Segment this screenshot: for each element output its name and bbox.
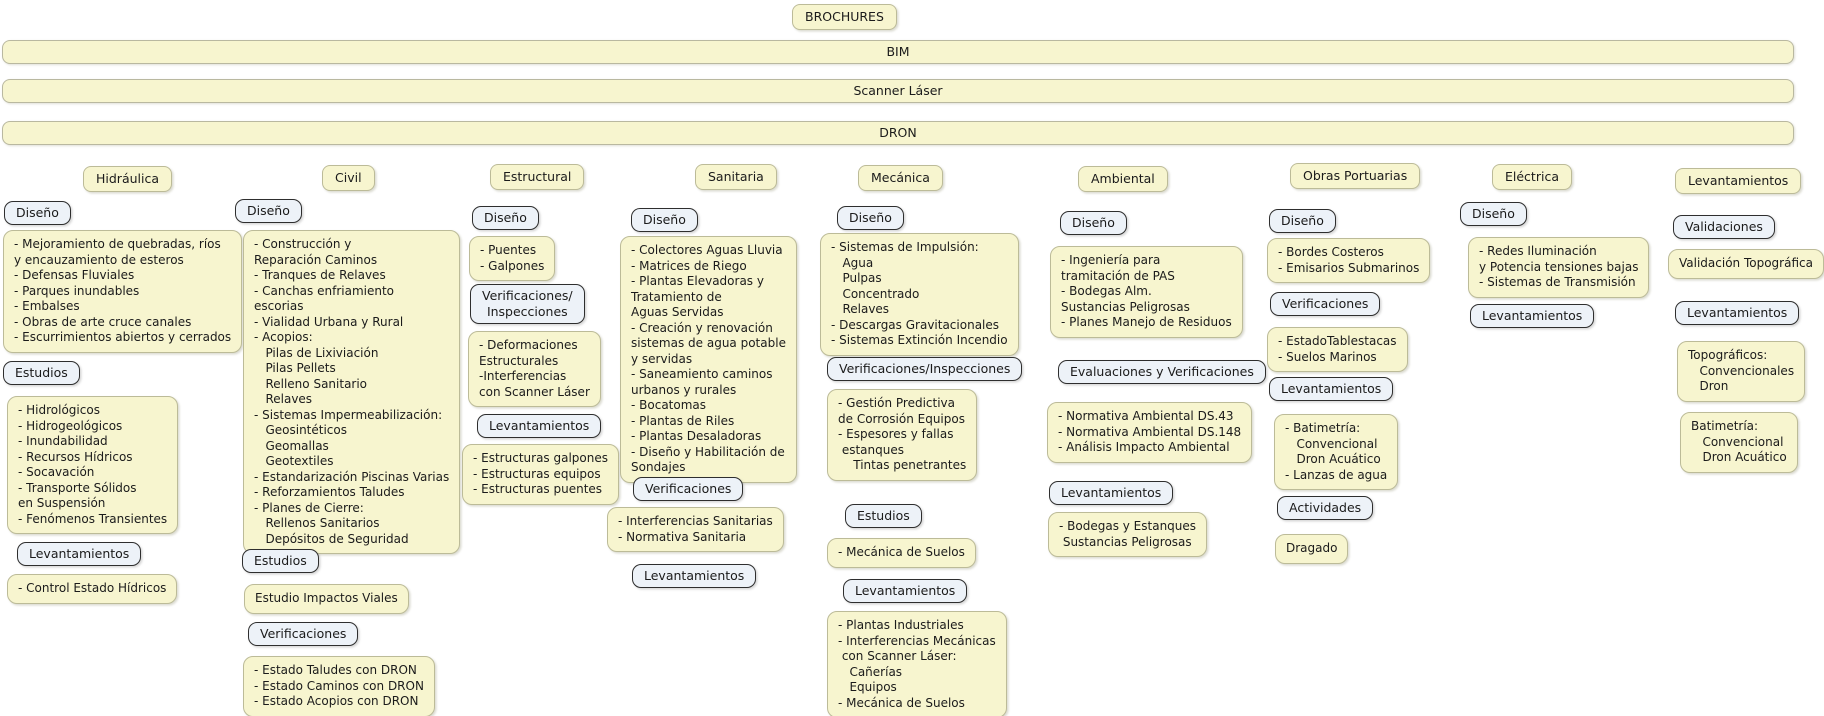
content-box-mecanica-estudios: - Mecánica de Suelos xyxy=(827,538,976,568)
content-box-levantamientos-validacion: Validación Topográfica xyxy=(1668,249,1824,279)
content-box-estructural-levantamientos: - Estructuras galpones - Estructuras equ… xyxy=(462,444,619,505)
stage-label-mecanica-levantamientos: Levantamientos xyxy=(843,579,968,603)
content-box-estructural-diseno: - Puentes - Galpones xyxy=(469,236,556,281)
stage-label-obras-diseno: Diseño xyxy=(1269,209,1336,233)
content-box-mecanica-verificaciones: - Gestión Predictiva de Corrosión Equipo… xyxy=(827,389,978,481)
content-box-levantamientos-batimetria: Batimetría: Convencional Dron Acuático xyxy=(1680,412,1798,473)
stage-label-levantamientos-validaciones: Validaciones xyxy=(1673,215,1775,239)
content-box-estructural-verificaciones: - Deformaciones Estructurales -Interfere… xyxy=(468,331,601,407)
bar-dron: DRON xyxy=(2,121,1794,145)
stage-label-electrica-levantamientos: Levantamientos xyxy=(1470,304,1595,328)
stage-label-hidraulica-estudios: Estudios xyxy=(3,361,80,385)
content-box-ambiental-levantamientos: - Bodegas y Estanques Sustancias Peligro… xyxy=(1048,512,1208,557)
column-header-hidraulica: Hidráulica xyxy=(83,166,173,192)
content-box-civil-estudios: Estudio Impactos Viales xyxy=(244,584,409,614)
stage-label-electrica-diseno: Diseño xyxy=(1460,202,1527,226)
column-header-estructural: Estructural xyxy=(490,164,585,190)
stage-label-mecanica-estudios: Estudios xyxy=(845,504,922,528)
column-header-ambiental: Ambiental xyxy=(1078,166,1168,192)
stage-label-obras-levantamientos: Levantamientos xyxy=(1269,377,1394,401)
content-box-civil-diseno: - Construcción y Reparación Caminos - Tr… xyxy=(243,230,461,554)
stage-label-hidraulica-diseno: Diseño xyxy=(4,201,71,225)
stage-label-civil-diseno: Diseño xyxy=(235,199,302,223)
column-header-levantamientos: Levantamientos xyxy=(1675,168,1802,194)
content-box-hidraulica-levantamientos: - Control Estado Hídricos xyxy=(7,574,178,604)
root-node-brochures: BROCHURES xyxy=(792,4,897,30)
stage-label-ambiental-evaluaciones-verificaciones: Evaluaciones y Verificaciones xyxy=(1058,360,1266,384)
content-box-civil-verificaciones: - Estado Taludes con DRON - Estado Camin… xyxy=(243,656,435,716)
stage-label-ambiental-levantamientos: Levantamientos xyxy=(1049,481,1174,505)
column-header-civil: Civil xyxy=(322,165,375,191)
stage-label-estructural-diseno: Diseño xyxy=(472,206,539,230)
stage-label-levantamientos-levantamientos: Levantamientos xyxy=(1675,301,1800,325)
stage-label-sanitaria-verificaciones: Verificaciones xyxy=(633,477,744,501)
stage-label-hidraulica-levantamientos: Levantamientos xyxy=(17,542,142,566)
stage-label-mecanica-diseno: Diseño xyxy=(837,206,904,230)
stage-label-mecanica-verificaciones-inspecciones: Verificaciones/Inspecciones xyxy=(827,357,1023,381)
stage-label-obras-actividades: Actividades xyxy=(1277,496,1374,520)
column-header-obras-portuarias: Obras Portuarias xyxy=(1290,163,1421,189)
content-box-ambiental-evaluaciones: - Normativa Ambiental DS.43 - Normativa … xyxy=(1047,402,1253,463)
content-box-sanitaria-verificaciones: - Interferencias Sanitarias - Normativa … xyxy=(607,507,784,552)
content-box-obras-verificaciones: - EstadoTablestacas - Suelos Marinos xyxy=(1267,327,1408,372)
content-box-mecanica-levantamientos: - Plantas Industriales - Interferencias … xyxy=(827,611,1007,716)
stage-label-obras-verificaciones: Verificaciones xyxy=(1270,292,1381,316)
column-header-electrica: Eléctrica xyxy=(1492,164,1572,190)
content-box-hidraulica-estudios: - Hidrológicos - Hidrogeológicos - Inund… xyxy=(7,396,179,534)
column-header-mecanica: Mecánica xyxy=(858,165,943,191)
content-box-levantamientos-topograficos: Topográficos: Convencionales Dron xyxy=(1677,341,1806,402)
content-box-ambiental-diseno: - Ingeniería para tramitación de PAS - B… xyxy=(1050,246,1243,338)
content-box-obras-levantamientos: - Batimetría: Convencional Dron Acuático… xyxy=(1274,414,1399,490)
content-box-obras-diseno: - Bordes Costeros - Emisarios Submarinos xyxy=(1267,238,1431,283)
stage-label-estructural-verificaciones-inspecciones: Verificaciones/ Inspecciones xyxy=(470,284,585,324)
stage-label-civil-estudios: Estudios xyxy=(242,549,319,573)
stage-label-civil-verificaciones: Verificaciones xyxy=(248,622,359,646)
column-header-sanitaria: Sanitaria xyxy=(695,164,777,190)
bar-scanner-laser: Scanner Láser xyxy=(2,79,1794,103)
content-box-obras-actividades: Dragado xyxy=(1275,534,1349,564)
content-box-electrica-diseno: - Redes Iluminación y Potencia tensiones… xyxy=(1468,237,1650,298)
content-box-hidraulica-diseno: - Mejoramiento de quebradas, ríos y enca… xyxy=(3,230,243,353)
content-box-mecanica-diseno: - Sistemas de Impulsión: Agua Pulpas Con… xyxy=(820,233,1019,356)
stage-label-sanitaria-diseno: Diseño xyxy=(631,208,698,232)
stage-label-ambiental-diseno: Diseño xyxy=(1060,211,1127,235)
content-box-sanitaria-diseno: - Colectores Aguas Lluvia - Matrices de … xyxy=(620,236,797,483)
stage-label-estructural-levantamientos: Levantamientos xyxy=(477,414,602,438)
bar-bim: BIM xyxy=(2,40,1794,64)
stage-label-sanitaria-levantamientos: Levantamientos xyxy=(632,564,757,588)
